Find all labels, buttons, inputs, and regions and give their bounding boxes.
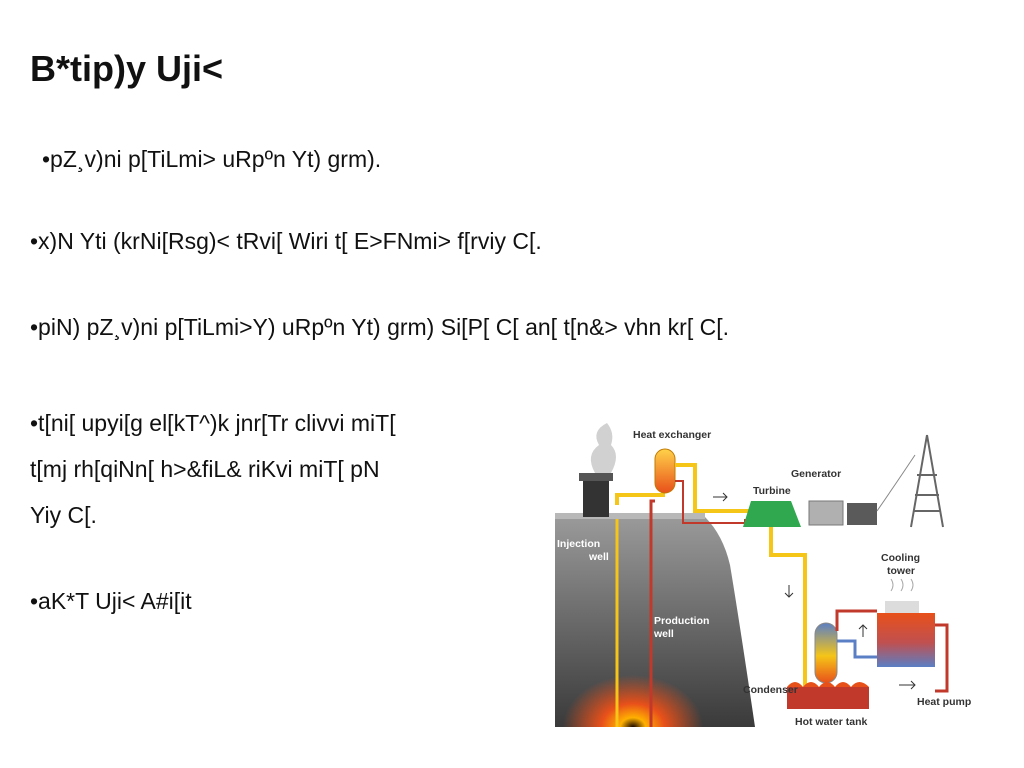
label-heat-exchanger: Heat exchanger — [633, 429, 711, 441]
bullet-4-line-3: Yiy C[. — [30, 502, 97, 528]
label-generator: Generator — [791, 468, 841, 480]
label-production-well-1: Production — [654, 615, 709, 627]
condenser — [814, 622, 838, 684]
bullet-3: •piN) pZ¸v)ni p[TiLmi>Y) uRpºn Yt) grm) … — [30, 314, 729, 340]
generator — [808, 500, 844, 526]
steam-plume — [590, 423, 616, 473]
label-heat-pump: Heat pump — [917, 696, 971, 708]
transmission-tower — [910, 434, 944, 528]
bullet-1: •pZ¸v)ni p[TiLmi> uRpºn Yt) grm). — [42, 146, 382, 172]
bullet-2: •x)N Yti (krNi[Rsg)< tRvi[ Wiri t[ E>FNm… — [30, 228, 542, 254]
hot-water-tank — [787, 687, 869, 709]
bullet-4-line-1: •t[ni[ upyi[g el[kT^)k jnr[Tr clivvi miT… — [30, 410, 396, 436]
label-cooling-tower-1: Cooling — [881, 552, 920, 564]
label-turbine: Turbine — [753, 485, 791, 497]
slide-title: B*tip)y Uji< — [30, 48, 224, 89]
label-condenser: Condenser — [743, 684, 798, 696]
label-cooling-tower-2: tower — [887, 565, 915, 577]
geothermal-plant-diagram: Heat exchanger Generator Turbine Injecti… — [555, 423, 971, 727]
bullet-4-line-2: t[mj rh[qiNn[ h>&fiL& riKvi miT[ pN — [30, 456, 380, 482]
label-hot-water-tank: Hot water tank — [795, 716, 868, 727]
label-production-well-2: well — [653, 628, 674, 640]
label-injection-well-1: Injection — [557, 538, 600, 550]
bullet-5: •aK*T Uji< A#i[it — [30, 588, 192, 614]
heat-exchanger — [654, 448, 676, 494]
cooling-tower — [877, 613, 935, 667]
magma-core — [563, 675, 703, 727]
label-injection-well-2: well — [588, 551, 609, 563]
turbine — [743, 501, 801, 527]
ground-rock — [555, 517, 755, 727]
bullet-4: •t[ni[ upyi[g el[kT^)k jnr[Tr clivvi miT… — [30, 400, 396, 538]
